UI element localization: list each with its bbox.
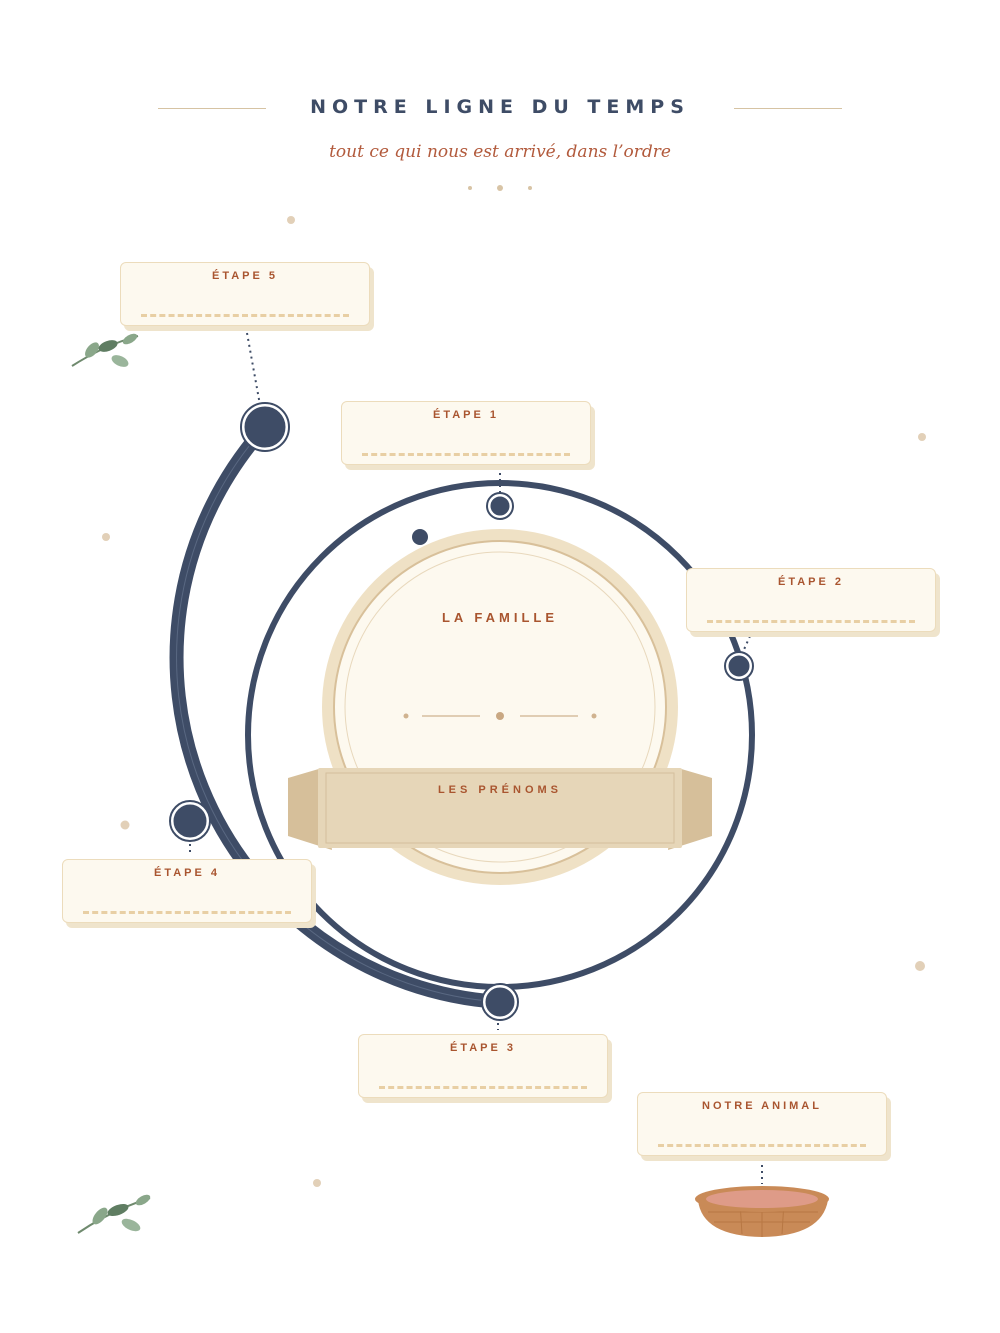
step-card-5[interactable]: ÉTAPE 5 <box>120 262 370 326</box>
write-line <box>707 620 915 623</box>
leaf-branch-icon <box>77 1194 151 1234</box>
step-card-4[interactable]: ÉTAPE 4 <box>62 859 312 923</box>
page-subtitle: tout ce qui nous est arrivé, dans l’ordr… <box>329 142 671 162</box>
page-title: NOTRE LIGNE DU TEMPS <box>310 96 690 118</box>
pet-bed-icon <box>695 1186 829 1237</box>
pet-card[interactable]: NOTRE ANIMAL <box>637 1092 887 1156</box>
step-label: ÉTAPE 3 <box>449 1042 517 1054</box>
step-label: ÉTAPE 4 <box>153 867 221 879</box>
family-title: LA FAMILLE <box>441 610 559 625</box>
step-label: ÉTAPE 5 <box>211 270 279 282</box>
step-card-1[interactable]: ÉTAPE 1 <box>341 401 591 465</box>
names-ribbon <box>288 768 712 850</box>
title-rule-right <box>734 108 842 109</box>
write-line <box>83 911 291 914</box>
connector-lines <box>189 332 763 1184</box>
write-line <box>379 1086 587 1089</box>
decorative-dots <box>102 216 926 1187</box>
step-card-3[interactable]: ÉTAPE 3 <box>358 1034 608 1098</box>
names-label: LES PRÉNOMS <box>437 784 563 796</box>
step-label: ÉTAPE 1 <box>432 409 500 421</box>
title-rule-left <box>158 108 266 109</box>
leaf-branch-icon <box>71 333 139 367</box>
write-line <box>362 453 570 456</box>
subtitle-dots <box>468 185 532 191</box>
write-line <box>658 1144 866 1147</box>
step-label: ÉTAPE 2 <box>777 576 845 588</box>
write-line <box>141 314 349 317</box>
timeline-nodes <box>169 402 754 1021</box>
pet-label: NOTRE ANIMAL <box>702 1100 822 1112</box>
step-card-2[interactable]: ÉTAPE 2 <box>686 568 936 632</box>
